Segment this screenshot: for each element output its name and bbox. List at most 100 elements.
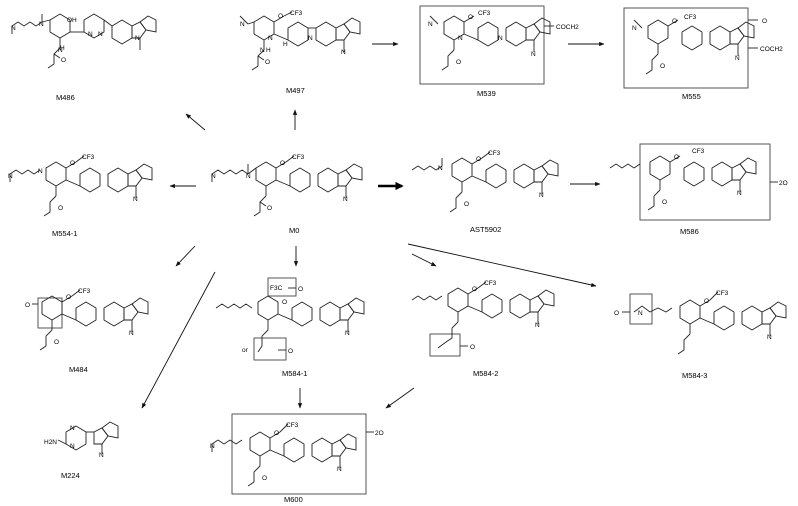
oxygen-label: O (288, 348, 293, 355)
atom-label: N (458, 35, 463, 42)
arrow-M0-to-M486 (185, 113, 206, 131)
modification-box (231, 413, 367, 495)
oxygen-label: O (25, 302, 30, 309)
atom-label: O (472, 286, 477, 293)
atom-label: N (268, 35, 273, 42)
arrow-M0-to-M484 (175, 245, 196, 267)
atom-label: N (11, 25, 16, 32)
atom-label: O (61, 57, 66, 64)
atom-label: CF3 (478, 10, 491, 17)
atom-label: N (210, 443, 215, 450)
atom-label: N (240, 21, 245, 28)
compound-label: M224 (61, 471, 80, 480)
atom-label: N (767, 334, 772, 341)
compound-label: M584-3 (682, 371, 707, 380)
atom-label: O (262, 475, 267, 482)
compound-label: M497 (286, 86, 305, 95)
compound-label: M586 (680, 227, 699, 236)
structure-M539: CF3 O N N N N O COCH2 (419, 5, 579, 85)
atom-label: N (428, 21, 433, 28)
atom-label: H (283, 41, 288, 48)
compound-label: M554-1 (52, 229, 77, 238)
atom-label: N (58, 47, 63, 54)
note-label: 2O (779, 180, 788, 187)
atom-label: O (674, 154, 679, 161)
atom-label: N (99, 452, 104, 459)
atom-label: N (135, 35, 140, 42)
atom-label: N (88, 31, 93, 38)
structure-M555: CF3 O N N O O COCH2 (623, 7, 783, 89)
arrow-M0-to-M584-3 (407, 243, 597, 288)
compound-label: AST5902 (470, 225, 501, 234)
modification-box (419, 5, 545, 85)
atom-label: O (58, 205, 63, 212)
atom-label: O (265, 59, 270, 66)
compound-label: M584-1 (282, 369, 307, 378)
atom-label: CF3 (78, 288, 91, 295)
atom-label: O (54, 339, 59, 346)
atom-label: O (274, 430, 279, 437)
atom-label: N (39, 21, 44, 28)
structure-M600: CF3 O N N O 2O (210, 413, 384, 495)
structure-M554-1: CF3 O N N N O (8, 154, 153, 217)
structure-M584-3: CF3 O N N O (614, 290, 787, 355)
atom-label: N (133, 196, 138, 203)
atom-label: CF3 (684, 14, 697, 21)
atom-label: N (638, 310, 643, 317)
alternative-label: or (242, 347, 249, 354)
compound-label: M484 (69, 365, 88, 374)
atom-label: CF3 (290, 10, 303, 17)
atom-label: N (737, 190, 742, 197)
atom-label: N (632, 25, 637, 32)
substituent-label: COCH2 (760, 46, 783, 53)
group-label: F3C (270, 285, 283, 292)
structure-M586: CF3 O N O 2O (609, 143, 788, 221)
atom-label: N (308, 35, 313, 42)
atom-label: O (468, 14, 473, 21)
atom-label: O (70, 160, 75, 167)
atom-label: N (539, 192, 544, 199)
arrow-M0-to-M224 (141, 271, 216, 409)
atom-label: O (282, 299, 287, 306)
atom-label: N (38, 168, 43, 175)
atom-label: O (267, 205, 272, 212)
atom-label: O (278, 13, 283, 20)
structure-M584-2: CF3 O N O (411, 280, 555, 357)
compound-label: M486 (56, 93, 75, 102)
atom-label: N (531, 51, 536, 58)
oxygen-label: O (614, 310, 619, 317)
atom-label: N (735, 55, 740, 62)
atom-label: CF3 (484, 280, 497, 287)
atom-label: O (464, 201, 469, 208)
atom-label: O (660, 63, 665, 70)
atom-label: N (337, 466, 342, 473)
atom-label: O (672, 18, 677, 25)
oxygen-label: O (298, 286, 303, 293)
atom-label: N (70, 425, 75, 432)
atom-label: N (129, 330, 134, 337)
atom-label: N (8, 173, 13, 180)
modification-box (429, 333, 461, 357)
atom-label: O (704, 298, 709, 305)
compound-label: M600 (284, 495, 303, 504)
atom-label: O (476, 156, 481, 163)
amine-label: H2N (44, 439, 57, 446)
atom-label: N (438, 165, 443, 172)
atom-label: CF3 (716, 290, 729, 297)
atom-label: N (498, 35, 503, 42)
atom-label: N (98, 31, 103, 38)
oxygen-label: O (762, 18, 767, 25)
atom-label: O (662, 199, 667, 206)
atom-label: OH (67, 17, 77, 24)
atom-label: H (266, 47, 271, 54)
atom-label: N (343, 196, 348, 203)
atom-label: CF3 (692, 148, 705, 155)
atom-label: O (456, 59, 461, 66)
structure-M224: H2N N N N (44, 421, 119, 459)
compound-label: M555 (682, 92, 701, 101)
compound-label: M539 (477, 89, 496, 98)
atom-label: N (535, 322, 540, 329)
modification-box (629, 293, 653, 325)
atom-label: N (345, 330, 350, 337)
